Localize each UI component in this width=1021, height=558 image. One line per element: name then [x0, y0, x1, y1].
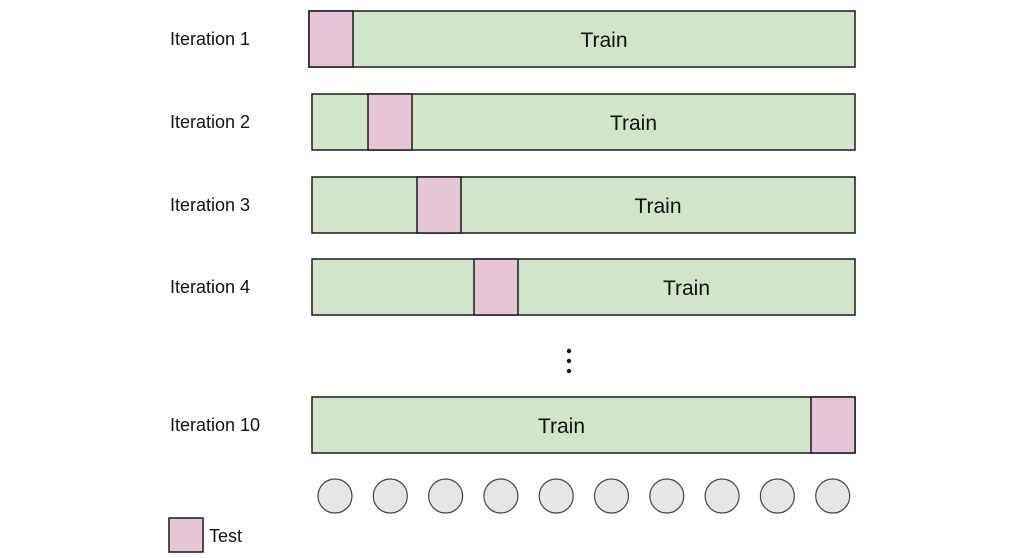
iteration-row: Iteration 4 Train — [170, 258, 856, 316]
ellipsis-dot — [566, 358, 572, 364]
fold-circles — [317, 478, 851, 514]
fold-circle — [815, 478, 851, 514]
train-bar — [311, 176, 856, 234]
test-block — [367, 93, 413, 151]
fold-circle — [704, 478, 740, 514]
train-bar — [308, 10, 856, 68]
legend-test-label: Test — [209, 526, 242, 546]
iteration-label: Iteration 2 — [170, 112, 250, 132]
iteration-row: Iteration 2 Train — [170, 93, 856, 151]
fold-circle — [759, 478, 796, 514]
legend: Test — [168, 517, 242, 553]
fold-circle — [483, 478, 519, 514]
train-label: Train — [663, 277, 710, 300]
fold-circle — [538, 478, 574, 514]
test-block — [473, 258, 519, 316]
train-label: Train — [580, 29, 627, 52]
iteration-label: Iteration 3 — [170, 195, 250, 215]
fold-circle — [372, 478, 408, 514]
fold-circle — [428, 478, 464, 514]
fold-circle — [649, 478, 685, 514]
test-block — [308, 10, 354, 68]
train-bar — [311, 396, 856, 454]
test-block — [810, 396, 856, 454]
iteration-label: Iteration 1 — [170, 29, 250, 49]
ellipsis-dot — [566, 368, 572, 374]
iteration-row: Iteration 1 Train — [170, 10, 856, 68]
train-bar — [311, 258, 856, 316]
ellipsis-dot — [566, 348, 572, 354]
iteration-row: Iteration 10 Train — [170, 396, 856, 454]
test-block — [416, 176, 462, 234]
legend-test-swatch — [168, 517, 204, 553]
fold-circle — [317, 478, 353, 514]
ellipsis — [566, 348, 572, 374]
iteration-label: Iteration 10 — [170, 415, 260, 435]
train-label: Train — [634, 195, 681, 218]
iteration-label: Iteration 4 — [170, 277, 250, 297]
train-label: Train — [610, 112, 657, 135]
train-label: Train — [538, 415, 585, 438]
iteration-row: Iteration 3 Train — [170, 176, 856, 234]
fold-circle — [593, 478, 630, 514]
